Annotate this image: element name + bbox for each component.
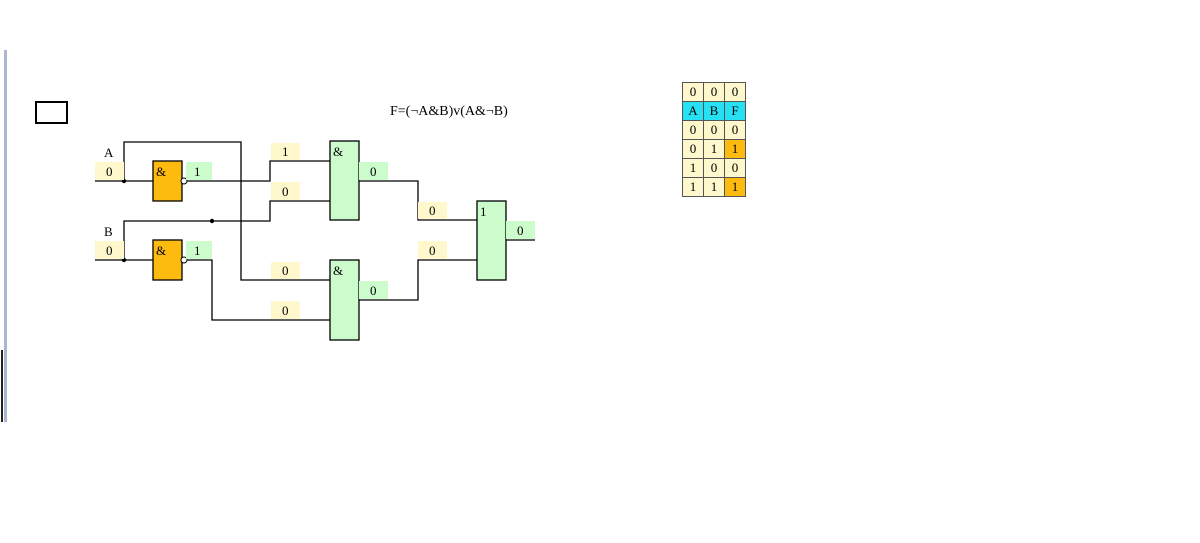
toggle-box[interactable]: [35, 101, 68, 124]
truth-table-cell: 1: [703, 177, 725, 197]
junction-cross: [209, 218, 215, 224]
truth-table-row: 1 1 1: [682, 177, 746, 197]
not-b-output-box: [186, 241, 212, 259]
truth-table-cell: 0: [682, 120, 704, 140]
and-bottom-output-box: [359, 281, 388, 299]
and-bottom-output: 0: [370, 283, 377, 298]
truth-table-cell: 1: [724, 139, 746, 159]
and-bottom-symbol: &: [333, 263, 343, 278]
truth-table-row: 1 0 0: [682, 158, 746, 178]
or-output: 0: [517, 223, 524, 238]
and-top-output: 0: [370, 164, 377, 179]
truth-table-cell: 1: [682, 177, 704, 197]
and-bottom-gate: [329, 259, 360, 341]
or-in2-box: [418, 241, 447, 259]
or-in1-box: [418, 202, 447, 219]
or-in2: 0: [429, 243, 436, 258]
formula: F=(¬A&B)v(A&¬B): [390, 104, 508, 119]
input-b-label: B: [104, 224, 113, 239]
truth-table-header-a: A: [682, 101, 704, 121]
truth-table-row: 0 0 0: [682, 120, 746, 140]
not-a-symbol: &: [156, 164, 166, 179]
truth-table-cell: 1: [682, 158, 704, 178]
and-bottom-in1: 0: [282, 263, 289, 278]
input-a-label: A: [104, 145, 114, 160]
and-top-output-box: [359, 162, 388, 180]
truth-table-cell: 1: [703, 139, 725, 159]
or-output-box: [506, 221, 535, 239]
and-top-in2: 0: [282, 184, 289, 199]
truth-table-row: 0 1 1: [682, 139, 746, 159]
truth-table-cell: 0: [703, 158, 725, 178]
or-in1: 0: [429, 203, 436, 218]
truth-table-cell: 1: [724, 177, 746, 197]
not-b-output: 1: [194, 243, 201, 258]
and-top-symbol: &: [333, 144, 343, 159]
and-top-in1-box: [271, 143, 300, 160]
not-a-inverter: [180, 177, 188, 185]
or-symbol: 1: [480, 204, 487, 219]
input-b-value: 0: [106, 243, 113, 258]
not-b-inverter: [180, 256, 188, 264]
input-a-value: 0: [106, 164, 113, 179]
input-b-value-box[interactable]: [95, 241, 124, 259]
not-a-output-box: [186, 162, 212, 180]
truth-table-cell: 0: [724, 120, 746, 140]
truth-table-header-f: F: [724, 101, 746, 121]
truth-table-cell: 0: [703, 120, 725, 140]
truth-table-header-b: B: [703, 101, 725, 121]
not-a-output: 1: [194, 164, 201, 179]
and-bottom-in2: 0: [282, 303, 289, 318]
left-edge-scrollbar: [1, 350, 3, 422]
input-a-value-box[interactable]: [95, 162, 124, 180]
truth-table-cell: 0: [682, 82, 704, 102]
truth-table-cell: 0: [724, 82, 746, 102]
and-bottom-in2-box: [271, 301, 300, 319]
and-top-in2-box: [271, 182, 300, 200]
truth-table-cell: 0: [724, 158, 746, 178]
left-edge-line: [4, 50, 7, 422]
or-gate: [476, 200, 507, 281]
not-b-symbol: &: [156, 243, 166, 258]
and-top-in1: 1: [282, 144, 289, 159]
truth-table-header: A B F: [682, 101, 746, 121]
truth-table-cell: 0: [682, 139, 704, 159]
truth-table-cell: 0: [703, 82, 725, 102]
and-bottom-in1-box: [271, 262, 300, 279]
truth-table: 0 0 0 A B F 0 0 0 0 1 1 1 0 0 1 1 1: [682, 82, 746, 197]
and-top-gate: [329, 140, 360, 221]
truth-table-current-row: 0 0 0: [682, 82, 746, 102]
wires: [95, 141, 535, 321]
